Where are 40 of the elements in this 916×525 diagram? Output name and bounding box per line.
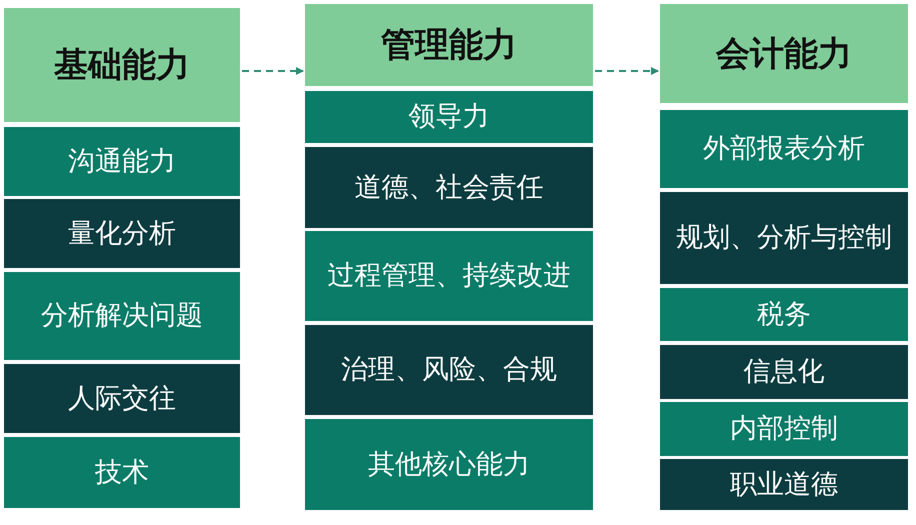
skill-box — [660, 288, 908, 341]
category-header-box — [305, 4, 593, 86]
skill-text: 治理、风险、合规 — [340, 353, 558, 387]
skill-box — [4, 127, 240, 196]
skill-box — [305, 231, 593, 321]
skill-text: 外部报表分析 — [702, 132, 866, 166]
skill-box — [4, 272, 240, 360]
skill-box — [4, 364, 240, 433]
skill-box — [660, 110, 908, 188]
skill-box — [305, 147, 593, 228]
skill-text: 信息化 — [742, 355, 826, 389]
skill-text: 过程管理、持续改进 — [326, 259, 572, 293]
skill-box — [305, 419, 593, 510]
skill-box — [660, 192, 908, 284]
skill-box — [660, 402, 908, 456]
skill-text: 规划、分析与控制 — [675, 221, 893, 255]
skill-text: 量化分析 — [67, 216, 177, 250]
skill-box — [4, 199, 240, 268]
skill-box — [305, 325, 593, 415]
skill-text: 分析解决问题 — [40, 299, 204, 333]
header-text: 基础能力 — [53, 44, 191, 87]
category-header-box — [660, 4, 908, 103]
skill-box — [4, 437, 240, 508]
skill-text: 沟通能力 — [67, 144, 177, 178]
skill-text: 技术 — [94, 456, 150, 490]
skill-text: 道德、社会责任 — [354, 170, 544, 204]
header-text: 会计能力 — [714, 32, 853, 76]
header-text: 管理能力 — [380, 24, 518, 67]
skill-text: 职业道德 — [729, 468, 839, 502]
dashed-arrow — [242, 67, 304, 75]
skill-box — [305, 91, 593, 143]
skill-text: 税务 — [756, 298, 812, 332]
skill-text: 人际交往 — [67, 382, 177, 416]
category-header-box — [4, 8, 240, 122]
skill-box — [660, 459, 908, 510]
skill-text: 内部控制 — [729, 412, 839, 446]
skill-text: 其他核心能力 — [367, 448, 531, 482]
skill-box — [660, 345, 908, 399]
skill-text: 领导力 — [408, 100, 490, 134]
dashed-arrow — [595, 67, 659, 75]
